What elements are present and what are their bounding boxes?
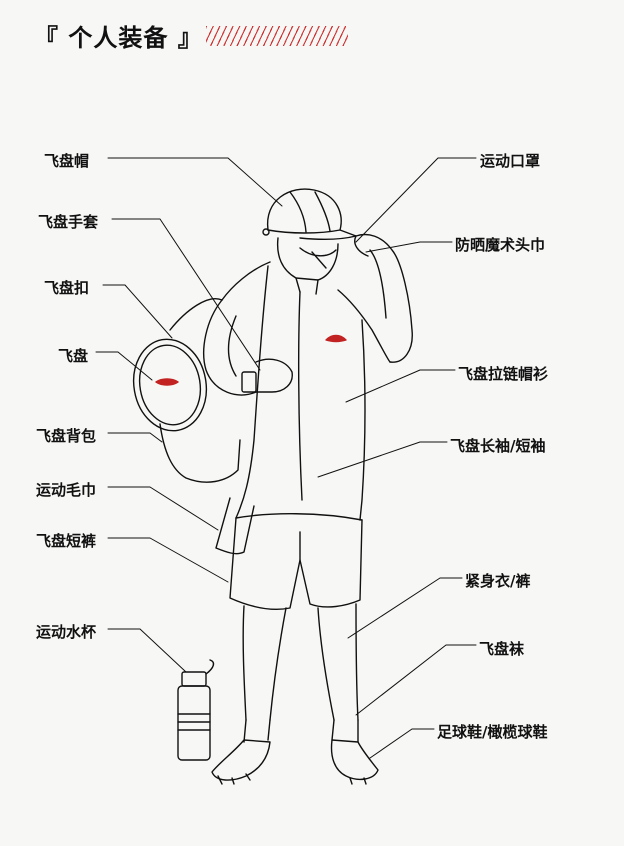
shoes-drawing bbox=[212, 740, 378, 784]
head-drawing bbox=[278, 238, 338, 294]
leader-disc bbox=[96, 352, 152, 380]
cap-drawing bbox=[263, 189, 356, 239]
leader-tights bbox=[348, 578, 462, 638]
leader-lines bbox=[96, 158, 476, 758]
leader-buckle bbox=[103, 285, 172, 338]
leader-hoodie bbox=[346, 370, 455, 402]
leader-backpack bbox=[108, 433, 162, 442]
leader-shirt bbox=[318, 442, 447, 477]
water-bottle-drawing bbox=[178, 660, 213, 760]
left-arm-drawing bbox=[204, 300, 293, 395]
leader-socks bbox=[356, 645, 476, 715]
legs-drawing bbox=[243, 604, 358, 720]
shorts-drawing bbox=[230, 518, 362, 609]
leader-cap bbox=[108, 158, 282, 206]
leader-shoes bbox=[370, 729, 434, 758]
leader-towel bbox=[108, 487, 218, 530]
leader-gloves bbox=[112, 219, 260, 370]
leader-shorts bbox=[108, 538, 228, 582]
leader-bottle bbox=[108, 629, 186, 672]
socks-drawing bbox=[244, 720, 358, 742]
hoodie-drawing bbox=[222, 262, 390, 520]
frisbee-drawing bbox=[127, 333, 214, 436]
leader-mask bbox=[356, 158, 476, 242]
leader-bandana bbox=[366, 242, 452, 252]
